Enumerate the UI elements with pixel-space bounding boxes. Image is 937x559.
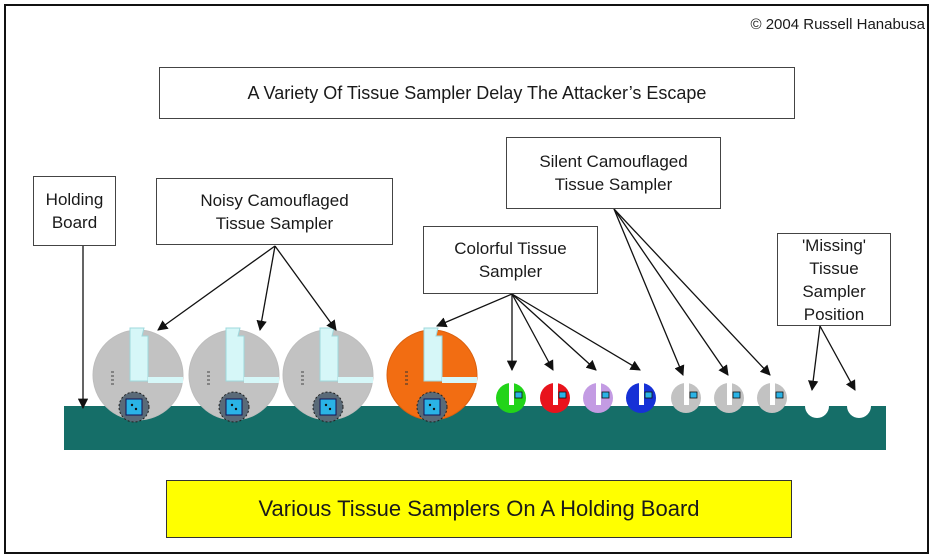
orange-sampler xyxy=(386,327,478,423)
diagram-title: A Variety Of Tissue Sampler Delay The At… xyxy=(159,67,795,119)
caption-box: Various Tissue Samplers On A Holding Boa… xyxy=(166,480,792,538)
noisy-sampler-2 xyxy=(188,327,280,423)
arrow-red xyxy=(511,293,554,371)
silent-sampler-2 xyxy=(714,381,744,413)
arrow-missing-1 xyxy=(808,325,821,392)
label-holding-board: Holding Board xyxy=(33,176,116,246)
label-colorful-sampler: Colorful Tissue Sampler xyxy=(423,226,598,294)
blue-sampler xyxy=(626,381,656,413)
arrow-noisy-3 xyxy=(274,245,337,331)
arrow-noisy-1 xyxy=(157,245,276,331)
silent-sampler-1 xyxy=(671,381,701,413)
copyright-text: © 2004 Russell Hanabusa xyxy=(750,16,926,33)
pointer-arrows xyxy=(77,208,856,410)
arrow-blue xyxy=(511,293,641,371)
red-sampler xyxy=(540,381,570,413)
lavender-sampler xyxy=(583,381,613,413)
arrow-orange xyxy=(436,293,513,328)
label-noisy-sampler: Noisy Camouflaged Tissue Sampler xyxy=(156,178,393,245)
noisy-sampler-3 xyxy=(282,327,374,423)
missing-position-2 xyxy=(847,394,871,418)
arrow-silent-3 xyxy=(613,208,771,376)
noisy-sampler-1 xyxy=(92,327,184,423)
silent-sampler-3 xyxy=(757,381,787,413)
label-silent-sampler: Silent Camouflaged Tissue Sampler xyxy=(506,137,721,209)
arrow-noisy-2 xyxy=(256,245,276,332)
arrow-lavender xyxy=(511,293,597,371)
holding-board xyxy=(64,406,886,450)
missing-position-1 xyxy=(805,394,829,418)
label-missing-position: 'Missing' Tissue Sampler Position xyxy=(777,233,891,326)
green-sampler xyxy=(496,381,526,413)
arrow-missing-2 xyxy=(819,325,856,391)
arrow-silent-2 xyxy=(613,208,729,376)
arrow-silent-1 xyxy=(613,208,685,376)
